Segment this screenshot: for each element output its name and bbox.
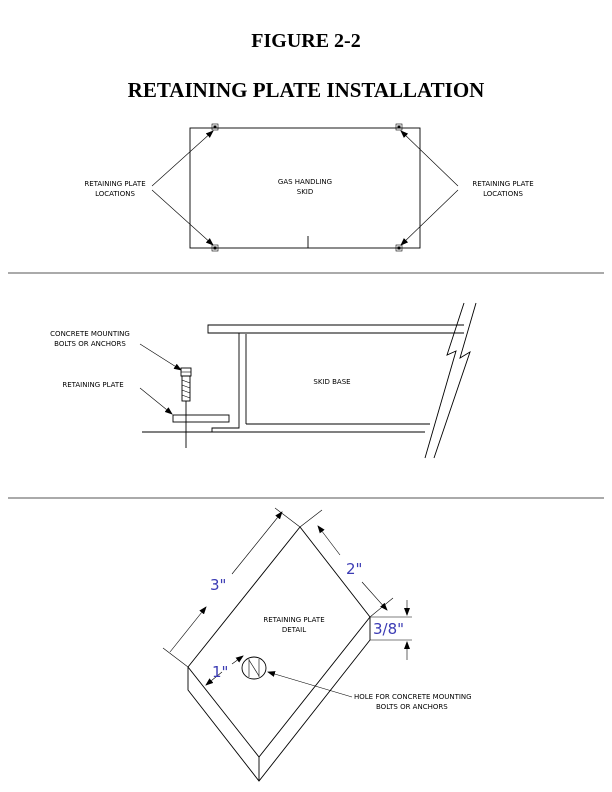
dim-hole-offset-label: 1" [212, 663, 228, 681]
left-callout-arrow-up [151, 130, 214, 187]
detail-view: 3" 2" 3/8" 1" RETAINING PLATE DETAIL HOL… [162, 507, 472, 782]
retaining-plate-side [172, 414, 230, 423]
plate-callout-arrow [139, 387, 173, 415]
plate-top-face [187, 526, 371, 758]
bolts-callout-arrow [139, 343, 182, 371]
skid-label-line1: GAS HANDLING [278, 178, 332, 186]
page-title: RETAINING PLATE INSTALLATION [127, 78, 485, 102]
right-callout-line2: LOCATIONS [483, 190, 523, 198]
left-callout-line1: RETAINING PLATE [84, 180, 145, 188]
dim-2-ext-1 [299, 509, 323, 528]
dim-3-ext-1 [162, 647, 189, 668]
skid-outline [189, 127, 421, 249]
skid-label-line2: SKID [297, 188, 314, 196]
plate-thickness-edges [187, 617, 371, 782]
dim-3-arrow-b [231, 511, 283, 575]
detail-label-line1: RETAINING PLATE [263, 616, 324, 624]
corner-plate-top-right [395, 123, 403, 131]
bolt-hole-icon [241, 656, 267, 680]
dim-1-arrow-b [231, 655, 244, 665]
dim-1-arrow-a [205, 671, 223, 686]
right-callout-arrow-down [400, 189, 459, 246]
bolts-callout-line1: CONCRETE MOUNTING [50, 330, 130, 338]
dim-2-arrow-a [317, 525, 341, 556]
break-line-inner [433, 302, 477, 459]
left-callout-line2: LOCATIONS [95, 190, 135, 198]
figure-label: FIGURE 2-2 [251, 30, 361, 52]
corner-plate-bottom-right [395, 244, 403, 252]
corner-plate-bottom-left [211, 244, 219, 252]
hole-callout-arrow [267, 671, 353, 698]
hole-callout-line2: BOLTS OR ANCHORS [376, 703, 448, 711]
dim-length-label: 3" [210, 576, 226, 594]
side-view: SKID BASE CONCRETE MOUNTING BOLTS OR ANC… [50, 302, 477, 459]
left-callout-arrow-down [151, 189, 214, 246]
dim-3-arrow-a [169, 606, 207, 653]
dim-3-ext-2 [274, 507, 301, 528]
dim-2-arrow-b [361, 581, 388, 611]
corner-plate-top-left [211, 123, 219, 131]
break-line-outer [424, 302, 465, 459]
plate-callout: RETAINING PLATE [62, 381, 123, 389]
top-view: GAS HANDLING SKID RETAINING PLATE LOCATI… [84, 123, 534, 252]
hole-callout-line1: HOLE FOR CONCRETE MOUNTING [354, 693, 472, 701]
dim-thickness-label: 3/8" [373, 620, 404, 638]
dim-2-ext-2 [369, 597, 394, 618]
dim-width-label: 2" [346, 560, 362, 578]
anchor-bolt-icon [180, 367, 192, 448]
skid-base-label: SKID BASE [313, 378, 350, 386]
bolts-callout-line2: BOLTS OR ANCHORS [54, 340, 126, 348]
right-callout-line1: RETAINING PLATE [472, 180, 533, 188]
right-callout-arrow-up [400, 130, 459, 187]
detail-label-line2: DETAIL [282, 626, 306, 634]
